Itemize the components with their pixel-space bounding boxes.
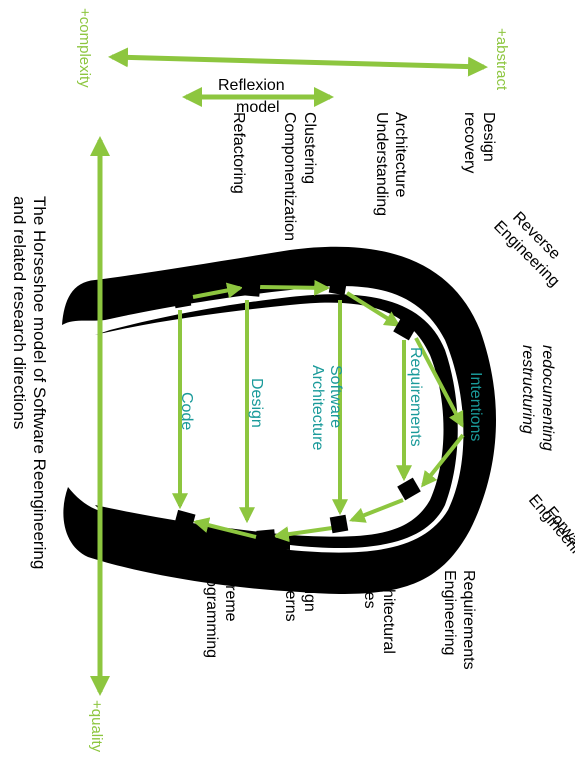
svg-text:Architecture: Architecture [309, 365, 326, 450]
svg-text:restructuring: restructuring [519, 345, 536, 434]
bottom-labels: Requirements Engineering Architectural S… [203, 562, 477, 670]
svg-text:Architectural: Architectural [380, 565, 397, 654]
svg-text:Requirements: Requirements [407, 347, 424, 447]
svg-text:Componentization: Componentization [281, 112, 298, 241]
level-arrows [172, 279, 465, 543]
level-labels: Code Design Software Architecture Requir… [178, 347, 484, 450]
svg-text:Refactoring: Refactoring [230, 112, 247, 194]
svg-text:recovery: recovery [461, 112, 478, 173]
svg-text:Styles: Styles [361, 565, 378, 609]
svg-text:Software: Software [327, 365, 344, 428]
svg-text:Design: Design [301, 562, 318, 612]
level-nodes [172, 276, 421, 547]
svg-text:redocumenting: redocumenting [539, 345, 556, 451]
axes [90, 47, 488, 696]
svg-text:Engineering: Engineering [525, 492, 575, 568]
svg-text:Engineering: Engineering [441, 570, 458, 655]
reflexion-label: Reflexion [218, 77, 285, 94]
svg-text:Design: Design [248, 378, 265, 428]
abstract-label: +abstract [493, 28, 510, 91]
caption-line-1: The Horseshoe model of Software Reengine… [30, 196, 49, 569]
top-labels: Design recovery Architecture Understandi… [230, 112, 497, 241]
svg-text:Design: Design [480, 112, 497, 162]
model-label: model [236, 99, 280, 116]
complexity-label: +complexity [76, 8, 93, 88]
svg-text:Extreme: Extreme [222, 562, 239, 622]
side-labels: Reverse Engineering redocumenting restru… [490, 209, 575, 568]
quality-label: +quality [88, 700, 105, 753]
svg-text:Understanding: Understanding [373, 112, 390, 216]
svg-text:Code: Code [178, 392, 195, 430]
caption-line-2: and related research directions [10, 196, 29, 429]
svg-text:Requirements: Requirements [460, 570, 477, 670]
svg-text:Patterns: Patterns [282, 562, 299, 622]
svg-text:Clustering: Clustering [301, 112, 318, 184]
svg-text:Intentions: Intentions [467, 372, 484, 441]
svg-text:Programming: Programming [203, 562, 220, 658]
horseshoe [62, 246, 497, 595]
horseshoe-inner-band [95, 294, 458, 550]
horizontal-axis-arrow [108, 47, 488, 77]
svg-text:Architecture: Architecture [392, 112, 409, 197]
